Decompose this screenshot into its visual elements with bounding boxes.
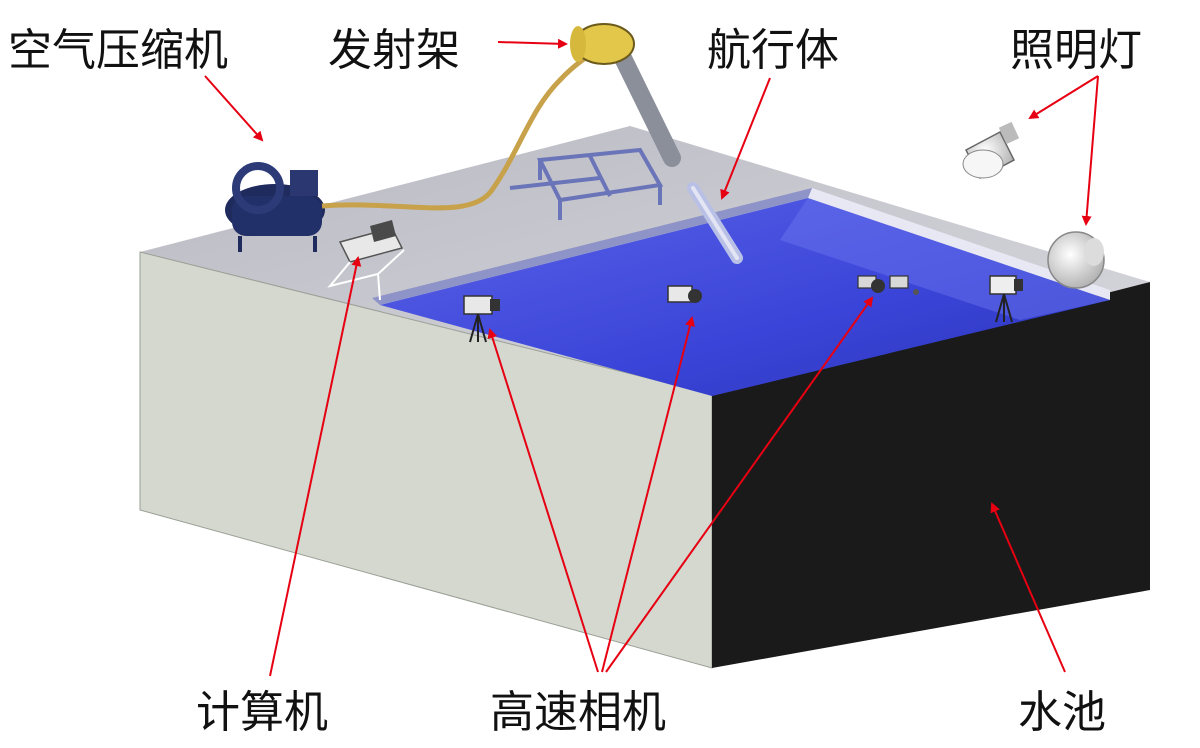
camera-icon [463, 295, 500, 343]
label-lights: 照明灯 [1010, 25, 1142, 76]
arrow-lamp-upper [1028, 75, 1099, 120]
arrow-launcher [497, 38, 568, 49]
arrow-computer [269, 256, 362, 677]
arrow-vehicle [720, 77, 771, 200]
launcher-frame [509, 147, 664, 220]
vehicle-icon [687, 182, 743, 264]
camera-icon [667, 285, 702, 303]
label-air-compressor: 空气压缩机 [8, 25, 228, 76]
label-pool: 水池 [1018, 687, 1106, 738]
arrow-camera-1 [487, 328, 599, 673]
laptop-icon [338, 220, 404, 263]
air-hose [321, 47, 600, 211]
side-wall [712, 282, 1150, 668]
arrow-pool [990, 502, 1066, 673]
label-launcher: 发射架 [328, 25, 460, 76]
launcher-icon [570, 23, 681, 167]
inner-left-wall [372, 188, 812, 305]
label-vehicle: 航行体 [707, 25, 839, 76]
label-high-speed-cameras: 高速相机 [490, 687, 666, 738]
arrow-camera-3 [605, 296, 874, 673]
air-compressor-icon [225, 162, 325, 252]
arrow-lamp-lower [1081, 75, 1099, 226]
lamp-icon [1047, 231, 1105, 289]
water-depth [780, 198, 1110, 320]
camera-icon [989, 275, 1023, 323]
label-computer: 计算机 [196, 687, 328, 738]
inner-back-wall [808, 188, 1110, 300]
lamp-icon [962, 121, 1020, 180]
pool-structure [139, 126, 1150, 669]
annotation-arrows [204, 38, 1099, 677]
camera-icon [857, 275, 919, 295]
arrow-air-compressor [204, 75, 264, 142]
arrow-camera-2 [601, 316, 695, 673]
water-surface [380, 198, 1110, 396]
